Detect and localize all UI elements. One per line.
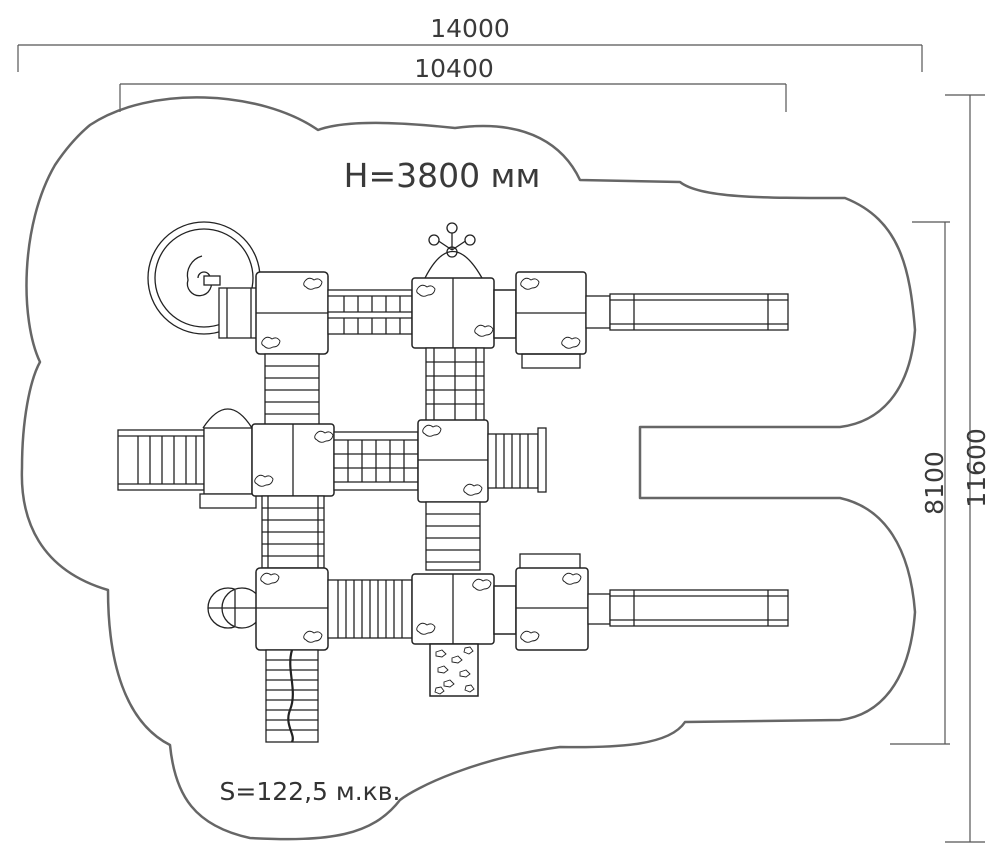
height-label: H=3800 мм bbox=[344, 156, 541, 195]
bridge-bottom-left-center bbox=[327, 579, 413, 639]
bridge-top-left-center bbox=[327, 289, 413, 335]
tower-top-center bbox=[411, 222, 495, 349]
tower-bottom-left bbox=[255, 567, 329, 651]
straight-slide-top bbox=[585, 293, 789, 331]
steering-wheels bbox=[207, 587, 263, 629]
overall-width-label: 14000 bbox=[430, 14, 510, 43]
tower-bottom-center bbox=[411, 573, 495, 645]
overall-depth-label: 11600 bbox=[962, 428, 991, 508]
tower-top-right bbox=[515, 271, 587, 369]
connector-top-right bbox=[493, 289, 517, 339]
connector-bottom-right bbox=[493, 585, 517, 635]
dimension-inner-width bbox=[119, 83, 787, 112]
dimension-overall-depth bbox=[945, 94, 985, 843]
tower-middle-left bbox=[251, 423, 335, 497]
climbing-wall bbox=[429, 643, 479, 697]
inner-width-label: 10400 bbox=[414, 54, 494, 83]
area-label: S=122,5 м.кв. bbox=[220, 777, 401, 806]
dimension-overall-width bbox=[17, 44, 923, 72]
ladder-left-upper bbox=[264, 353, 320, 427]
climbing-net-center-upper bbox=[425, 347, 485, 423]
safety-zone-outline bbox=[20, 96, 917, 841]
ladder-center-lower bbox=[425, 501, 481, 571]
rope-ladder bbox=[265, 649, 319, 743]
dimension-inner-depth bbox=[890, 221, 950, 745]
ladder-left-lower bbox=[261, 495, 325, 569]
net-bridge-middle bbox=[333, 431, 419, 491]
straight-slide-bottom bbox=[587, 589, 789, 627]
tower-middle-center bbox=[417, 419, 489, 503]
spiral-slide bbox=[147, 221, 261, 339]
inner-depth-label: 8100 bbox=[920, 451, 949, 515]
wave-slide-left bbox=[117, 408, 257, 509]
step-ladder-middle-right bbox=[487, 427, 547, 493]
tower-bottom-right bbox=[515, 553, 589, 651]
tower-top-left bbox=[255, 271, 329, 355]
